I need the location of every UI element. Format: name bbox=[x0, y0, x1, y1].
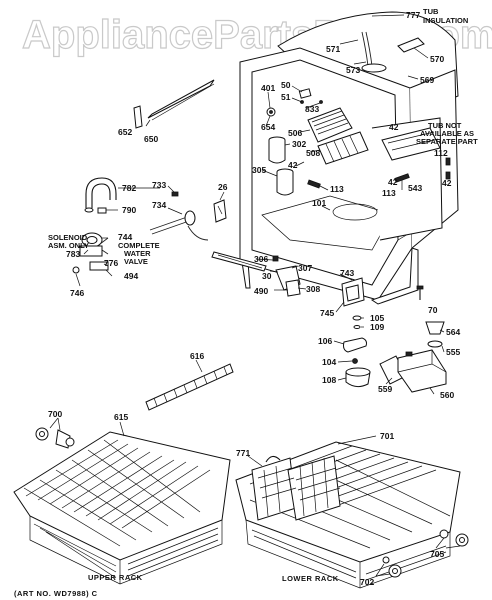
callout-777: 777 bbox=[406, 10, 420, 20]
callout-654: 654 bbox=[261, 122, 275, 132]
callout-494: 494 bbox=[124, 271, 138, 281]
callout-569: 569 bbox=[420, 75, 434, 85]
callout-734: 734 bbox=[152, 200, 166, 210]
callout-615: 615 bbox=[114, 412, 128, 422]
upper-rack-wheels bbox=[35, 427, 75, 449]
callout-302: 302 bbox=[292, 139, 306, 149]
callout-746: 746 bbox=[70, 288, 84, 298]
callout-42-top: 42 bbox=[389, 122, 399, 132]
callout-570: 570 bbox=[430, 54, 444, 64]
callout-560: 560 bbox=[440, 390, 454, 400]
callout-702: 702 bbox=[360, 577, 374, 587]
callout-744: 744 bbox=[118, 232, 132, 242]
caption-upper-rack: UPPER RACK bbox=[88, 573, 143, 582]
callout-70: 70 bbox=[428, 305, 438, 315]
part-callouts: 777 571 573 570 569 50 51 401 833 654 50… bbox=[48, 10, 460, 587]
callout-700: 700 bbox=[48, 409, 62, 419]
callout-833: 833 bbox=[305, 104, 319, 114]
callout-573: 573 bbox=[346, 65, 360, 75]
note-complete-valve-1: COMPLETE bbox=[118, 241, 160, 250]
leader-lines bbox=[49, 14, 461, 577]
callout-650: 650 bbox=[144, 134, 158, 144]
callout-508: 508 bbox=[306, 148, 320, 158]
callout-401: 401 bbox=[261, 83, 275, 93]
callout-705: 705 bbox=[430, 549, 444, 559]
fill-hose-elbow bbox=[84, 177, 117, 214]
callout-113-left: 113 bbox=[330, 184, 344, 194]
caption-art-number: (ART NO. WD7988) C bbox=[14, 589, 98, 598]
tub-assembly bbox=[239, 11, 459, 305]
callout-305: 305 bbox=[252, 165, 266, 175]
note-tub-not-available-1: TUB NOT bbox=[428, 121, 462, 130]
callout-564: 564 bbox=[446, 327, 460, 337]
callout-104: 104 bbox=[322, 357, 336, 367]
callout-790: 790 bbox=[122, 205, 136, 215]
pump-sump-parts bbox=[343, 315, 447, 393]
callout-776: 776 bbox=[104, 258, 118, 268]
note-solenoid-2: ASM. ONLY bbox=[48, 241, 89, 250]
callout-307: 307 bbox=[298, 263, 312, 273]
callout-42-far-right: 42 bbox=[442, 178, 452, 188]
callout-782: 782 bbox=[122, 183, 136, 193]
callout-26: 26 bbox=[218, 182, 228, 192]
note-complete-valve-2: WATER bbox=[124, 249, 151, 258]
diagram-notes: TUB INSULATION TUB NOT AVAILABLE AS SEPA… bbox=[48, 7, 478, 266]
callout-733: 733 bbox=[152, 180, 166, 190]
callout-108: 108 bbox=[322, 375, 336, 385]
callout-745: 745 bbox=[320, 308, 334, 318]
callout-783: 783 bbox=[66, 249, 80, 259]
callout-571: 571 bbox=[326, 44, 340, 54]
note-tub-insulation-1: TUB bbox=[423, 7, 439, 16]
callout-42-mid: 42 bbox=[288, 160, 298, 170]
caption-lower-rack: LOWER RACK bbox=[282, 574, 339, 583]
note-complete-valve-3: VALVE bbox=[124, 257, 148, 266]
lower-components bbox=[211, 251, 424, 307]
note-tub-not-available-2: AVAILABLE AS bbox=[420, 129, 474, 138]
callout-543: 543 bbox=[408, 183, 422, 193]
callout-743: 743 bbox=[340, 268, 354, 278]
note-tub-insulation-2: INSULATION bbox=[423, 16, 468, 25]
callout-112: 112 bbox=[434, 148, 448, 158]
upper-rack bbox=[13, 431, 231, 585]
callout-306: 306 bbox=[254, 254, 268, 264]
solenoid-valve-assembly bbox=[72, 232, 109, 274]
callout-506: 506 bbox=[288, 128, 302, 138]
rack-rail-parts bbox=[133, 79, 215, 129]
callout-50: 50 bbox=[281, 80, 291, 90]
note-tub-not-available-3: SEPARATE PART bbox=[416, 137, 478, 146]
diagram-captions: UPPER RACK LOWER RACK (ART NO. WD7988) C bbox=[14, 573, 339, 598]
callout-559: 559 bbox=[378, 384, 392, 394]
silverware-divider bbox=[145, 363, 234, 411]
callout-652: 652 bbox=[118, 127, 132, 137]
callout-616: 616 bbox=[190, 351, 204, 361]
callout-555: 555 bbox=[446, 347, 460, 357]
callout-308: 308 bbox=[306, 284, 320, 294]
callout-101: 101 bbox=[312, 198, 326, 208]
note-solenoid-1: SOLENOID bbox=[48, 233, 88, 242]
water-valve-wiring bbox=[149, 191, 227, 241]
callout-113-right: 113 bbox=[382, 188, 396, 198]
lower-rack-wheels bbox=[382, 529, 469, 578]
callout-42-right: 42 bbox=[388, 177, 398, 187]
callout-701: 701 bbox=[380, 431, 394, 441]
callout-30: 30 bbox=[262, 271, 272, 281]
callout-490: 490 bbox=[254, 286, 268, 296]
callout-106: 106 bbox=[318, 336, 332, 346]
callout-51: 51 bbox=[281, 92, 291, 102]
lower-rack bbox=[235, 441, 461, 589]
callout-771: 771 bbox=[236, 448, 250, 458]
callout-109: 109 bbox=[370, 322, 384, 332]
callout-105: 105 bbox=[370, 313, 384, 323]
